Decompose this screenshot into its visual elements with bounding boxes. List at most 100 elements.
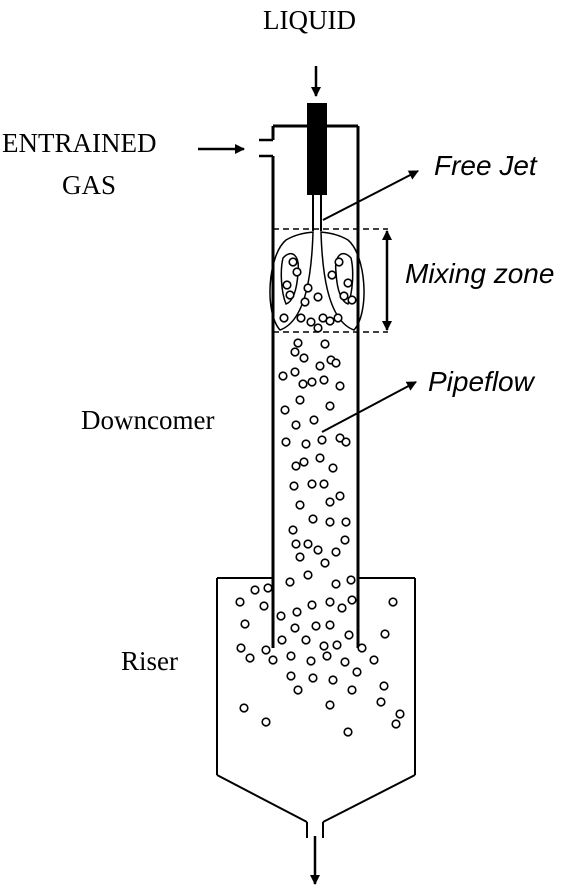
gas-bubble [341, 437, 351, 447]
gas-bubble [313, 545, 323, 555]
gas-bubble [319, 375, 329, 385]
gas-bubble [301, 439, 311, 449]
entrained-gas-label-line1: ENTRAINED [2, 128, 157, 158]
gas-bubbles [235, 257, 405, 737]
recirculation-loop-right [320, 231, 365, 331]
gas-bubble [344, 630, 354, 640]
gas-bubble [286, 671, 296, 681]
gas-bubble [285, 290, 295, 300]
gas-bubble [295, 395, 305, 405]
gas-bubble [299, 457, 309, 467]
riser-cone-left [216, 774, 308, 823]
free-jet-leader [322, 170, 419, 221]
gas-bubble [278, 371, 288, 381]
gas-bubble [235, 597, 245, 607]
gas-bubble [285, 577, 295, 587]
gas-bubble [261, 645, 271, 655]
gas-bubble [395, 709, 405, 719]
gas-bubble [331, 358, 341, 368]
gas-bubble [325, 597, 335, 607]
pipeflow-leader [321, 381, 417, 433]
gas-bubble [334, 257, 344, 267]
gas-bubble [325, 517, 335, 527]
gas-bubble [313, 292, 323, 302]
gas-bubble [261, 717, 271, 727]
gas-bubble [313, 323, 323, 333]
gas-bubble [325, 497, 335, 507]
gas-bubble [347, 685, 357, 695]
pipeflow-label: Pipeflow [428, 366, 534, 397]
gas-bubble [322, 651, 332, 661]
gas-bubble [325, 700, 335, 710]
gas-bubble [308, 673, 318, 683]
gas-bubble [268, 655, 278, 665]
gas-bubble [376, 697, 386, 707]
gas-bubble [337, 603, 347, 613]
gas-bubble [319, 641, 329, 651]
gas-bubble [286, 651, 296, 661]
gas-bubble [352, 667, 362, 677]
gas-bubble [335, 491, 345, 501]
gas-bubble [369, 655, 379, 665]
gas-bubble [315, 453, 325, 463]
gas-bubble [295, 500, 305, 510]
gas-bubble [325, 620, 335, 630]
gas-bubble [279, 313, 289, 323]
gas-bubble [290, 347, 300, 357]
gas-bubble [240, 619, 250, 629]
free-jet-label: Free Jet [434, 150, 537, 181]
gas-bubble [292, 267, 302, 277]
gas-bubble [250, 585, 260, 595]
gas-bubble [276, 611, 286, 621]
gas-bubble [380, 629, 390, 639]
gas-bubble [320, 339, 330, 349]
gas-bubble [282, 280, 292, 290]
gas-bubble [308, 514, 318, 524]
recirculation-loop-left [269, 231, 314, 331]
gas-bubble [311, 621, 321, 631]
gas-bubble [346, 575, 356, 585]
gas-bubble [343, 278, 353, 288]
liquid-label: LIQUID [263, 5, 356, 35]
gas-bubble [325, 401, 335, 411]
gas-bubble [300, 297, 310, 307]
gas-bubble [335, 381, 345, 391]
gas-bubble [306, 656, 316, 666]
gas-bubble [328, 675, 338, 685]
gas-bubble [307, 377, 317, 387]
gas-bubble [277, 635, 287, 645]
riser-cone-right [322, 774, 416, 823]
gas-bubble [340, 535, 350, 545]
gas-bubble [388, 597, 398, 607]
gas-bubble [347, 295, 357, 305]
gas-bubble [288, 257, 298, 267]
gas-bubble [290, 623, 300, 633]
gas-bubble [303, 570, 313, 580]
gas-bubble [281, 437, 291, 447]
gas-bubble [288, 525, 298, 535]
gas-bubble [290, 367, 300, 377]
gas-bubble [301, 635, 311, 645]
gas-bubble [343, 727, 353, 737]
gas-bubble [298, 379, 308, 389]
gas-bubble [315, 361, 325, 371]
gas-bubble [280, 405, 290, 415]
gas-bubble [296, 313, 306, 323]
gas-bubble [331, 547, 341, 557]
entrained-gas-label-line2: GAS [62, 170, 117, 200]
gas-bubble [291, 539, 301, 549]
gas-bubble [320, 558, 330, 568]
mixing-zone-label: Mixing zone [405, 258, 555, 289]
gas-bubble [341, 517, 351, 527]
gas-bubble [306, 317, 316, 327]
gas-bubble [293, 338, 303, 348]
gas-bubble [319, 479, 329, 489]
gas-bubble [391, 719, 401, 729]
gas-bubble [291, 461, 301, 471]
gas-bubble [239, 703, 249, 713]
gas-bubble [331, 579, 341, 589]
gas-bubble [292, 607, 302, 617]
gas-bubble [327, 270, 337, 280]
riser-label: Riser [121, 646, 178, 676]
